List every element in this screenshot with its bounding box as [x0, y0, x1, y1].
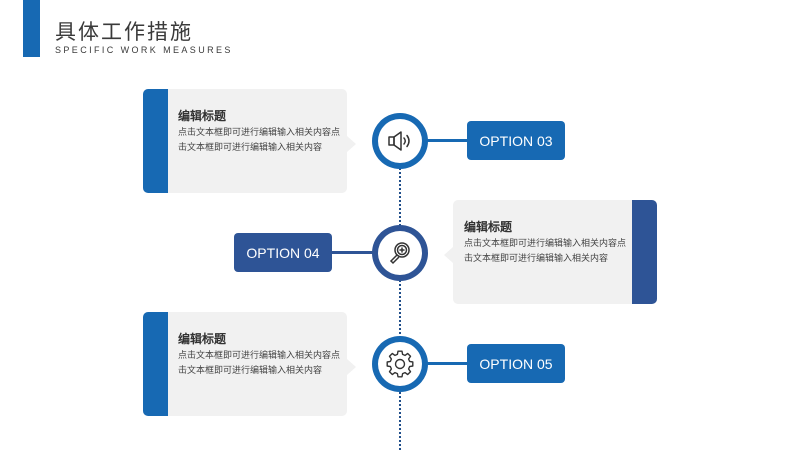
option-button-05[interactable]: OPTION 05: [467, 344, 565, 383]
timeline-node-3: [372, 336, 428, 392]
card-accent: [632, 200, 657, 304]
content-card-1[interactable]: 编辑标题 点击文本框即可进行编辑输入相关内容点击文本框即可进行编辑输入相关内容: [143, 89, 356, 193]
page-title: 具体工作措施: [55, 20, 193, 44]
timeline-line: [399, 160, 401, 450]
card-text: 点击文本框即可进行编辑输入相关内容点击文本框即可进行编辑输入相关内容: [464, 239, 627, 264]
card-title: 编辑标题: [464, 220, 513, 234]
connector-line: [331, 251, 373, 254]
option-button-03[interactable]: OPTION 03: [467, 121, 565, 160]
card-title: 编辑标题: [178, 109, 227, 123]
card-title: 编辑标题: [178, 332, 227, 346]
content-card-2[interactable]: 编辑标题 点击文本框即可进行编辑输入相关内容点击文本框即可进行编辑输入相关内容: [444, 200, 657, 304]
gear-icon: [386, 350, 414, 378]
page-subtitle: SPECIFIC WORK MEASURES: [55, 45, 233, 55]
speaker-icon: [388, 131, 410, 151]
card-text: 点击文本框即可进行编辑输入相关内容点击文本框即可进行编辑输入相关内容: [178, 128, 341, 153]
card-accent: [143, 312, 168, 416]
header-accent-bar: [23, 0, 40, 57]
connector-line: [426, 362, 468, 365]
connector-line: [426, 139, 468, 142]
content-card-3[interactable]: 编辑标题 点击文本框即可进行编辑输入相关内容点击文本框即可进行编辑输入相关内容: [143, 312, 356, 416]
option-button-04[interactable]: OPTION 04: [234, 233, 332, 272]
search-add-icon: [390, 242, 410, 265]
timeline-node-1: [372, 113, 428, 169]
card-text: 点击文本框即可进行编辑输入相关内容点击文本框即可进行编辑输入相关内容: [178, 351, 341, 376]
timeline-node-2: [372, 225, 428, 281]
card-accent: [143, 89, 168, 193]
